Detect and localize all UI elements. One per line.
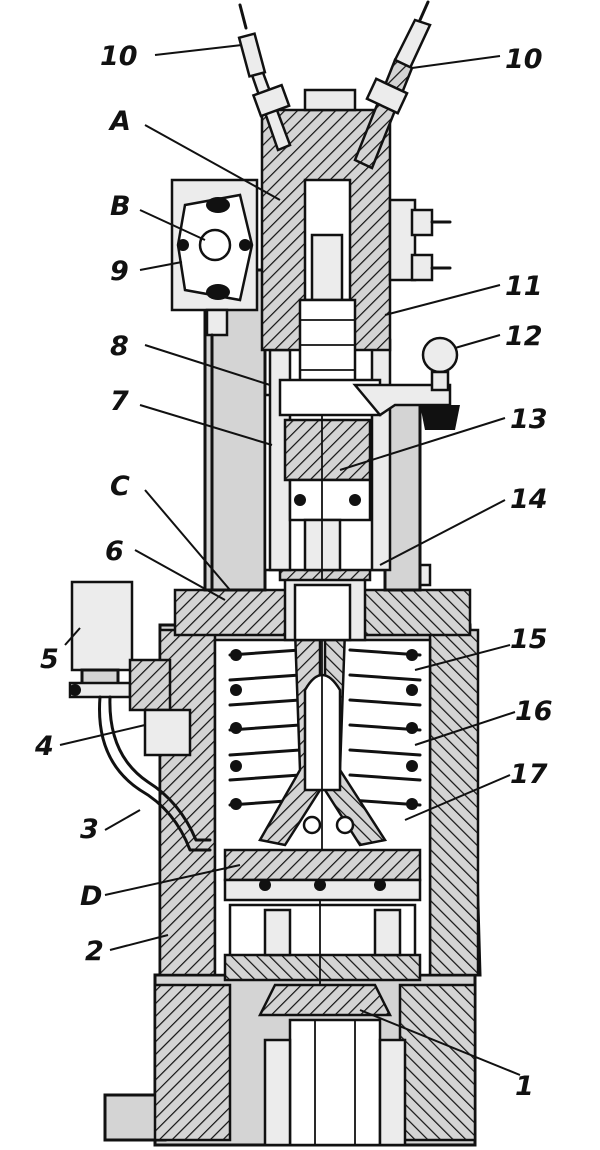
part-labels: 10 10 A B 9 11 12 8 7 13 C 14 6 5 15 16 … <box>34 41 553 1102</box>
lever-knob <box>420 336 460 430</box>
label-C: C <box>110 471 130 502</box>
label-4: 4 <box>34 731 54 762</box>
label-10-right: 10 <box>505 44 543 75</box>
oil-cup-assembly <box>68 580 212 852</box>
right-bolts <box>388 198 452 282</box>
label-D: D <box>80 881 102 912</box>
label-13: 13 <box>510 404 548 435</box>
spring-coils <box>228 648 422 810</box>
label-15: 15 <box>510 624 548 655</box>
label-16: 16 <box>515 696 553 727</box>
lower-piston <box>223 848 422 1017</box>
label-10-left: 10 <box>100 41 138 72</box>
label-8: 8 <box>110 331 129 362</box>
side-bracket <box>170 178 259 592</box>
label-7: 7 <box>110 386 129 417</box>
injector-pipes <box>237 0 432 170</box>
label-11: 11 <box>505 271 543 302</box>
label-A: A <box>108 106 131 137</box>
label-1: 1 <box>515 1071 534 1102</box>
label-B-upper: B <box>110 191 131 222</box>
label-3: 3 <box>80 814 99 845</box>
mid-flange <box>173 563 472 642</box>
label-2: 2 <box>85 936 104 967</box>
label-14: 14 <box>510 484 548 515</box>
label-6: 6 <box>105 536 124 567</box>
label-12: 12 <box>505 321 543 352</box>
leader-lines <box>59 44 521 1076</box>
label-17: 17 <box>510 759 548 790</box>
label-5: 5 <box>40 644 59 675</box>
label-9: 9 <box>110 256 129 287</box>
